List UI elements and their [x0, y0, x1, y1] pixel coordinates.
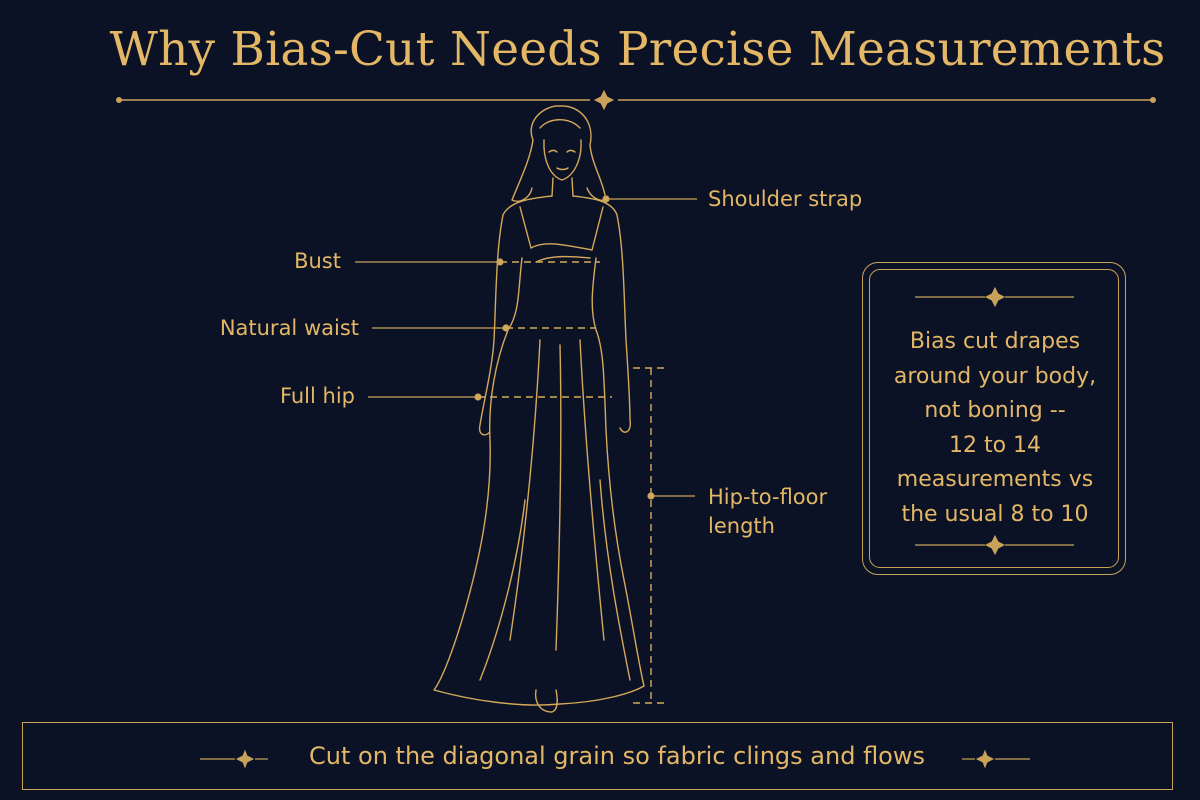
callout-text: Bias cut drapes around your body, not bo… — [863, 325, 1127, 532]
dress-figure-illustration — [433, 105, 645, 713]
callout-line: measurements vs — [896, 467, 1094, 492]
page-title: Why Bias-Cut Needs Precise Measurements — [109, 22, 1166, 77]
banner-right-star-icon — [975, 749, 995, 769]
callout-line: the usual 8 to 10 — [901, 501, 1089, 527]
label-hip-to-floor-line2: length — [708, 514, 775, 538]
callout-line: around your body, — [893, 363, 1097, 389]
callout-inner-border — [869, 269, 1119, 568]
callout-line: 12 to 14 — [948, 432, 1042, 458]
callout-top-diamond-icon — [984, 286, 1006, 308]
banner-left-star-icon — [235, 749, 255, 769]
label-full-hip: Full hip — [279, 384, 355, 408]
banner-text: Cut on the diagonal grain so fabric clin… — [309, 742, 925, 770]
label-hip-to-floor-line1: Hip-to-floor — [708, 485, 828, 509]
banner-ornaments — [200, 749, 1030, 769]
bottom-banner — [22, 722, 1173, 790]
label-natural-waist: Natural waist — [219, 316, 359, 340]
callout-line: Bias cut drapes — [909, 329, 1081, 354]
divider-diamond-icon — [593, 89, 615, 111]
callout-box: Bias cut drapes around your body, not bo… — [862, 262, 1126, 575]
label-bust: Bust — [294, 249, 341, 273]
callout-line: not boning -- — [924, 398, 1066, 423]
callout-bottom-diamond-icon — [984, 534, 1006, 556]
label-shoulder-strap: Shoulder strap — [708, 187, 863, 211]
leader-lines — [355, 195, 697, 500]
label-hip-to-floor: Hip-to-floor length — [708, 485, 827, 538]
title-divider — [116, 89, 1156, 111]
callout-ornaments — [915, 286, 1074, 556]
measurement-guides — [478, 261, 664, 704]
